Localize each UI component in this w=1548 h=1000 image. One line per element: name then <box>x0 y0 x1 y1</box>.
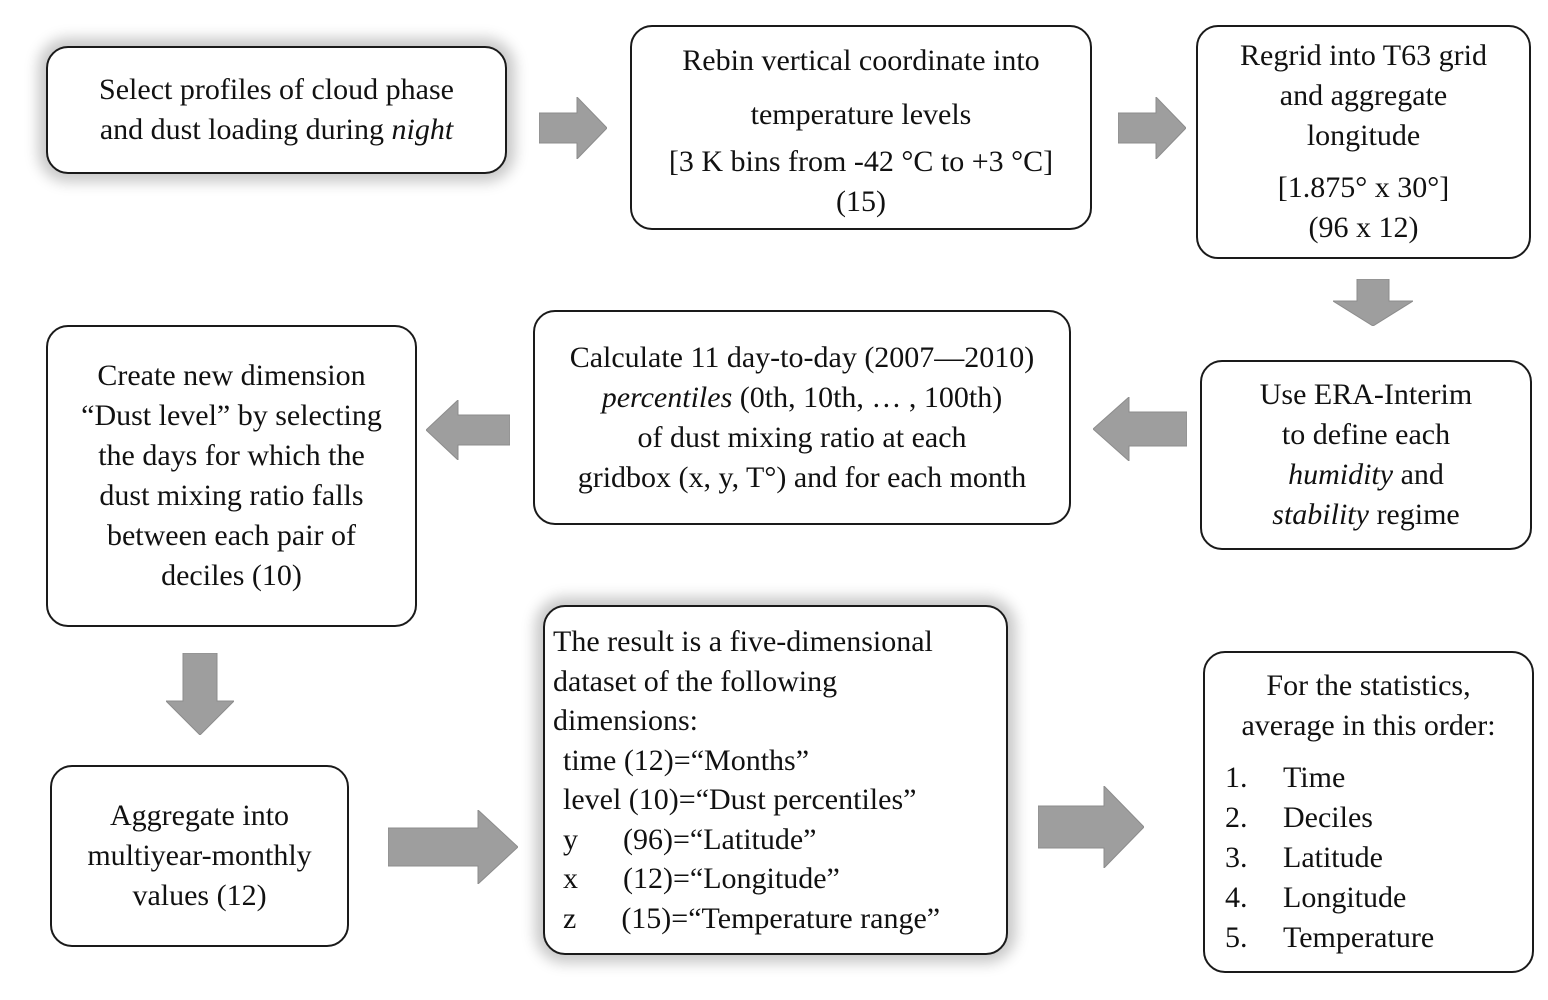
dust-level-line-6: deciles (10) <box>161 559 302 592</box>
dust-level-line-4: dust mixing ratio falls <box>99 479 364 512</box>
step-select-profiles: Select profiles of cloud phase and dust … <box>46 46 507 174</box>
step-era-interim: Use ERA-Interim to define each humidity … <box>1200 360 1532 550</box>
dust-level-line-3: the days for which the <box>98 439 365 472</box>
arrow-left-icon <box>426 400 510 460</box>
rebin-line-4: (15) <box>836 184 886 218</box>
percentiles-line-4: gridbox (x, y, T°) and for each month <box>577 460 1027 494</box>
dust-level-line-2: “Dust level” by selecting <box>81 399 382 432</box>
list-item: 1.Time <box>1225 761 1346 794</box>
statistics-line-1: For the statistics, <box>1266 669 1471 702</box>
statistics-ordered-list: 1.Time 2.Deciles 3.Latitude 4.Longitude … <box>1205 758 1532 958</box>
arrow-right-icon <box>1118 97 1186 159</box>
era-line-3: humidity and <box>1288 458 1444 491</box>
result-dimension: z (15)=“Temperature range” <box>563 901 941 935</box>
aggregate-line-3: values (12) <box>132 879 267 912</box>
era-line-1: Use ERA-Interim <box>1259 378 1473 411</box>
rebin-line-3: [3 K bins from -42 °C to +3 °C] <box>668 144 1054 178</box>
regrid-line-5: (96 x 12) <box>1308 211 1419 244</box>
list-item: 4.Longitude <box>1225 881 1407 914</box>
arrow-right-icon <box>388 810 518 884</box>
stability-emphasis: stability <box>1272 498 1369 531</box>
regrid-line-1: Regrid into T63 grid <box>1240 39 1487 72</box>
era-line-2: to define each <box>1281 418 1451 451</box>
arrow-right-icon <box>1038 786 1144 868</box>
select-line-1: Select profiles of cloud phase <box>99 73 454 106</box>
humidity-emphasis: humidity <box>1288 458 1394 491</box>
dust-level-line-5: between each pair of <box>106 519 357 552</box>
result-line-3: dimensions: <box>553 704 699 737</box>
regrid-line-3: longitude <box>1306 119 1421 152</box>
step-calculate-percentiles: Calculate 11 day-to-day (2007—2010) perc… <box>533 310 1071 525</box>
percentiles-emphasis: percentiles <box>601 380 733 414</box>
rebin-line-1: Rebin vertical coordinate into <box>682 43 1040 77</box>
rebin-line-2: temperature levels <box>750 97 972 131</box>
arrow-down-icon <box>166 653 234 735</box>
step-statistics-order: For the statistics, average in this orde… <box>1203 651 1534 973</box>
step-dust-level-dimension: Create new dimension “Dust level” by sel… <box>46 325 417 627</box>
select-line-2: and dust loading during night <box>99 113 454 146</box>
step-rebin-vertical: Rebin vertical coordinate into temperatu… <box>630 25 1092 230</box>
regrid-line-2: and aggregate <box>1279 79 1448 112</box>
percentiles-line-3: of dust mixing ratio at each <box>637 420 967 454</box>
arrow-down-icon <box>1333 279 1413 326</box>
regrid-line-4: [1.875° x 30°] <box>1277 171 1450 204</box>
percentiles-line-1: Calculate 11 day-to-day (2007—2010) <box>569 340 1035 374</box>
arrow-left-icon <box>1093 397 1187 461</box>
percentiles-line-2: percentiles (0th, 10th, … , 100th) <box>601 380 1003 414</box>
aggregate-line-2: multiyear-monthly <box>87 839 312 872</box>
list-item: 2.Deciles <box>1225 801 1373 834</box>
result-line-2: dataset of the following <box>553 664 838 698</box>
statistics-line-2: average in this order: <box>1241 709 1496 742</box>
step-aggregate-monthly: Aggregate into multiyear-monthly values … <box>50 765 349 947</box>
list-item: 3.Latitude <box>1225 841 1383 874</box>
list-item: 5.Temperature <box>1225 921 1435 954</box>
arrow-right-icon <box>539 97 607 159</box>
aggregate-line-1: Aggregate into <box>109 799 290 832</box>
result-dimension: x (12)=“Longitude” <box>563 862 840 895</box>
era-line-4: stability regime <box>1272 498 1460 531</box>
result-dimension: level (10)=“Dust percentiles” <box>563 783 917 816</box>
result-line-1: The result is a five-dimensional <box>553 625 933 658</box>
night-emphasis: night <box>391 113 454 146</box>
result-dimension: y (96)=“Latitude” <box>563 822 817 856</box>
result-dimension: time (12)=“Months” <box>563 743 810 777</box>
step-result-dataset: The result is a five-dimensional dataset… <box>543 605 1008 955</box>
dust-level-line-1: Create new dimension <box>97 359 366 392</box>
step-regrid: Regrid into T63 grid and aggregate longi… <box>1196 25 1531 259</box>
